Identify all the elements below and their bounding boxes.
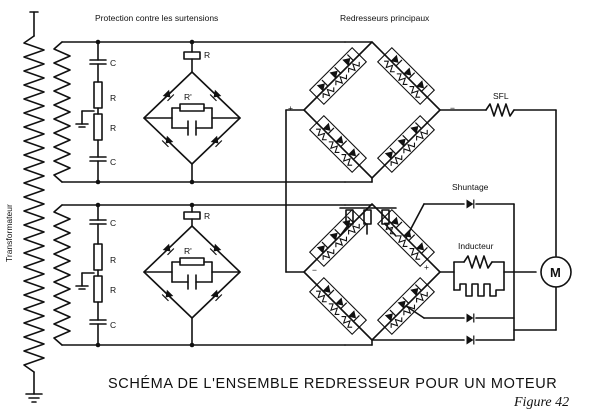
- lower-c1-label: C: [110, 218, 116, 228]
- upper-ac-buses: [61, 39, 346, 185]
- upper-rect-arm-se: [376, 114, 436, 174]
- upper-bridge-r-label: R: [204, 50, 210, 60]
- lower-r1-label: R: [110, 255, 116, 265]
- sfl-label: SFL: [493, 91, 509, 101]
- lower-balancing-resistors: [339, 207, 397, 237]
- transformer-secondary-upper: [53, 41, 71, 183]
- upper-minus-label: −: [450, 103, 455, 113]
- upper-bridge-rprime-label: R': [184, 92, 192, 102]
- dc-series-wiring: [285, 103, 557, 273]
- motor-label: M: [550, 265, 561, 280]
- shuntage-label: Shuntage: [452, 182, 489, 192]
- redresseurs-label: Redresseurs principaux: [340, 13, 430, 23]
- upper-main-rectifier: [303, 41, 441, 183]
- upper-r2-label: R: [110, 123, 116, 133]
- upper-rect-arm-sw: [308, 114, 368, 174]
- lower-protection-column: [75, 204, 107, 346]
- transformer-primary-winding: [23, 11, 45, 403]
- diagram-caption: SCHÉMA DE L'ENSEMBLE REDRESSEUR POUR UN …: [108, 375, 557, 392]
- inducteur-label: Inducteur: [458, 241, 494, 251]
- upper-protection-column: [75, 41, 107, 183]
- upper-c2-label: C: [110, 157, 116, 167]
- lower-c2-label: C: [110, 320, 116, 330]
- lower-rect-arm-nw: [308, 208, 368, 268]
- lower-rect-arm-ne: [376, 208, 436, 268]
- upper-rect-arm-ne: [376, 46, 436, 106]
- lower-main-rectifier: [303, 203, 441, 346]
- lower-rect-arm-se: [376, 276, 436, 336]
- lower-rect-arm-sw: [308, 276, 368, 336]
- lower-bridge-rprime-label: R': [184, 246, 192, 256]
- figure-number: Figure 42: [513, 395, 569, 410]
- lower-bridge-r-label: R: [204, 211, 210, 221]
- field-shunt-network: [371, 198, 537, 346]
- transformer-secondary-lower: [53, 204, 71, 346]
- protection-label: Protection contre les surtensions: [95, 13, 218, 23]
- lower-r2-label: R: [110, 285, 116, 295]
- lower-protection-bridge: [143, 204, 241, 346]
- motor: [513, 256, 572, 331]
- upper-plus-label: +: [288, 103, 293, 113]
- upper-protection-bridge: [143, 41, 241, 183]
- lower-plus-label: +: [424, 262, 429, 272]
- upper-c1-label: C: [110, 58, 116, 68]
- upper-r1-label: R: [110, 93, 116, 103]
- upper-rect-arm-nw: [308, 46, 368, 106]
- lower-minus-label: −: [312, 265, 317, 275]
- transformateur-label: Transformateur: [4, 204, 14, 262]
